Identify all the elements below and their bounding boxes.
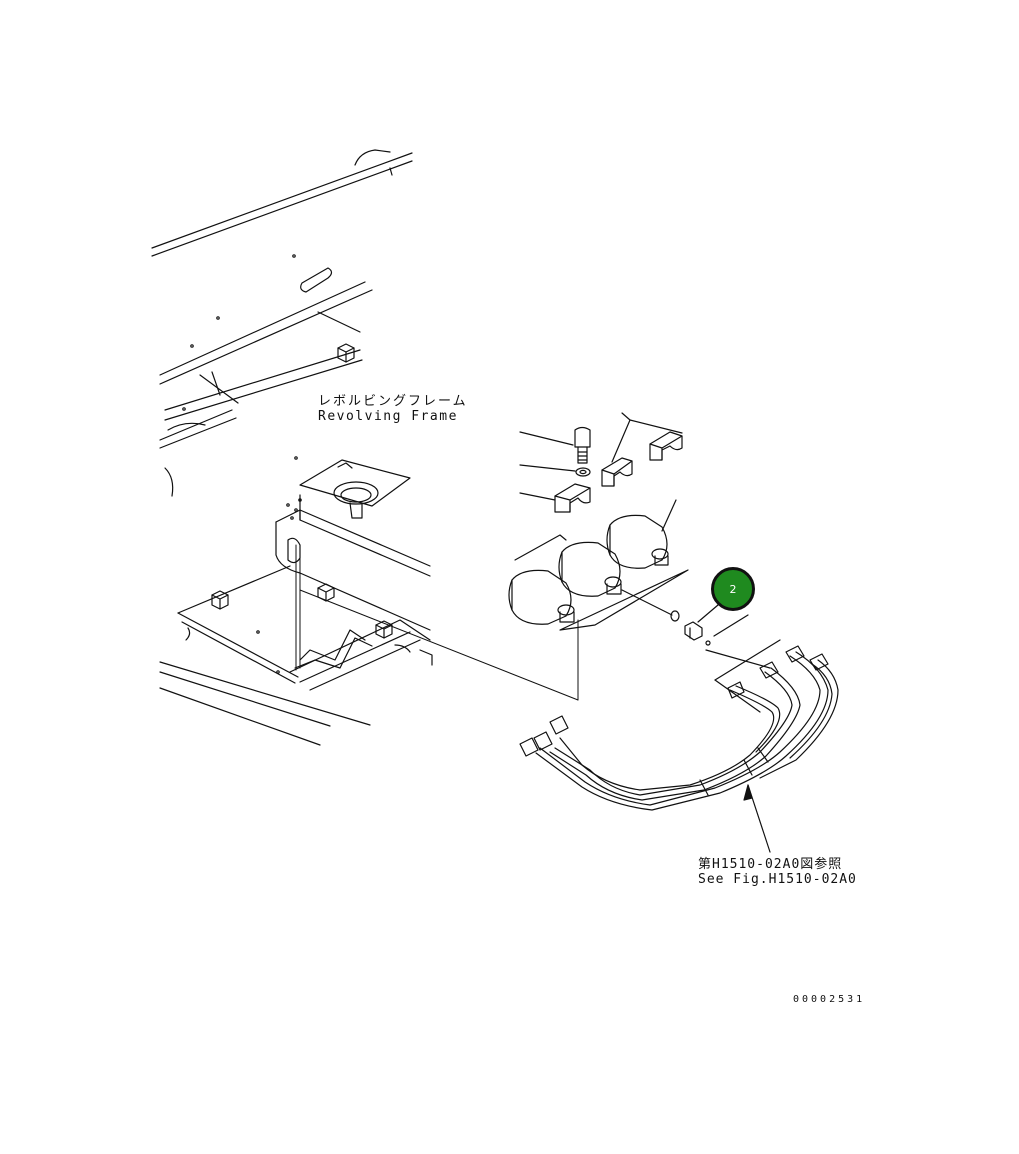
accumulator-leader <box>514 534 567 561</box>
see-figure-label-en: See Fig.H1510-02A0 <box>698 872 857 887</box>
clamp-leader-tick <box>621 412 631 421</box>
revolving-frame <box>151 149 433 746</box>
fitting <box>684 604 719 641</box>
clamp-upper-left <box>601 457 633 487</box>
clamp-leader <box>611 419 683 463</box>
drawing-code: 00002531 <box>793 994 866 1005</box>
accumulator-port-leader <box>621 589 673 616</box>
see-figure-label-jp: 第H1510-02A0図参照 <box>698 857 843 872</box>
revolving-frame-label-jp: レボルビングフレーム <box>318 394 468 409</box>
assembly-leader-lines <box>295 544 579 701</box>
clamp-upper-right <box>649 431 683 461</box>
part-callout-2[interactable]: 2 <box>711 567 755 611</box>
clamp-lower <box>519 483 591 513</box>
washer <box>519 464 591 477</box>
plug-leader <box>705 649 771 669</box>
hose-reference-arrow-head <box>743 784 753 801</box>
accumulator-back <box>606 499 677 569</box>
o-ring <box>670 610 680 622</box>
hose-assembly <box>519 639 839 811</box>
accumulator-front <box>508 569 575 625</box>
plug <box>705 614 749 646</box>
revolving-frame-label-en: Revolving Frame <box>318 409 458 424</box>
bolt <box>519 426 591 464</box>
accumulator-group-frame <box>559 569 689 631</box>
